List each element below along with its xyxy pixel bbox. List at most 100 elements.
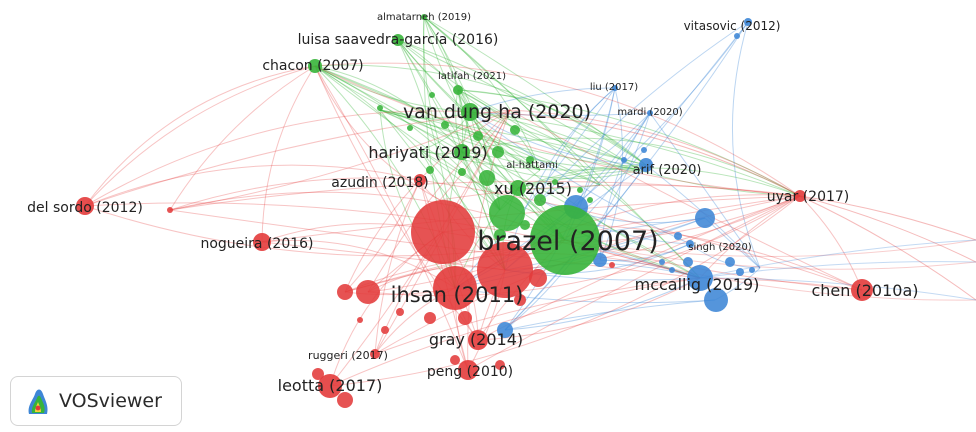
node-gray-2014[interactable] [468,330,488,350]
minor-node [526,156,534,164]
network-link [379,109,541,171]
node-luisa-saavedra-garc-a-2016[interactable] [392,34,404,46]
network-link [423,16,647,166]
network-link [504,299,716,331]
network-link [374,277,701,355]
node-mardi-2020[interactable] [647,110,653,116]
network-link [699,239,976,279]
network-link [457,89,501,211]
minor-node [683,257,693,267]
node-chen-2010a[interactable] [851,279,873,301]
network-link [799,195,976,241]
node-brazel-2007[interactable] [530,205,600,275]
minor-node [609,262,615,268]
network-link [457,89,647,166]
network-link [379,109,601,186]
network-link [314,62,801,197]
minor-node [458,311,472,325]
network-link [397,39,501,211]
node-label-almatarneh-2019: almatarneh (2019) [377,12,471,23]
network-link [564,239,976,257]
network-link [457,89,541,171]
node-label-ruggeri-2017: ruggeri (2017) [308,349,388,362]
network-link [461,151,641,179]
network-link [469,111,519,189]
node-singh-2020[interactable] [686,240,694,248]
node-almatarneh-2019[interactable] [421,14,427,20]
network-link [469,111,691,245]
node-xu-2015[interactable] [510,180,526,196]
node-label-brazel-2007: brazel (2007) [477,226,658,257]
minor-node [510,125,520,135]
node-label-leotta-2017: leotta (2017) [278,376,383,395]
node-uyar-2017[interactable] [794,190,806,202]
minor-node [529,269,547,287]
node-label-luisa-saavedra-garc-a-2016: luisa saavedra-garcía (2016) [298,32,499,48]
network-link [469,111,641,171]
node-chacon-2007[interactable] [308,59,322,73]
node-nogueira-2016[interactable] [253,233,271,251]
label-layer: brazel (2007)ihsan (2011)van dung ha (20… [27,12,918,395]
network-link [539,21,749,201]
network-link [517,169,641,189]
minor-node [641,147,647,153]
network-link [329,277,701,387]
network-link [467,109,511,371]
vosviewer-logo-text: VOSviewer [59,390,162,412]
node-liu-2017[interactable] [612,85,618,91]
node-al-hattami[interactable] [458,168,466,176]
minor-node [669,267,675,273]
minor-node [621,157,627,163]
network-link [699,277,863,291]
minor-node [704,288,728,312]
network-link [509,109,801,197]
network-link [314,64,647,166]
network-link [84,202,701,279]
network-link [314,65,701,279]
minor-node [695,208,715,228]
node-azudin-2018[interactable] [414,174,426,186]
node-label-del-sordo-2012: del sordo (2012) [27,200,143,216]
network-link [314,65,506,271]
minor-node [659,259,665,265]
network-link [329,195,801,387]
minor-node [450,355,460,365]
node-del-sordo-2012[interactable] [76,197,94,215]
network-link [314,65,541,171]
node-vitasovic-2012[interactable] [744,18,752,26]
network-link [649,112,761,269]
node-peng-2010[interactable] [458,360,478,380]
node-van-dung-ha-2020[interactable] [461,103,479,121]
network-link [84,164,421,207]
node-label-van-dung-ha-2020: van dung ha (2020) [403,101,591,123]
node-label-mccallig-2019: mccallig (2019) [635,275,760,294]
node-ruggeri-2017[interactable] [370,349,380,359]
node-latifah-2021[interactable] [453,85,463,95]
node-ihsan-2011[interactable] [433,266,477,310]
network-link [423,16,464,153]
minor-node [587,197,593,203]
network-link [84,65,316,207]
node-leotta-2017[interactable] [318,374,342,398]
network-link [467,195,801,371]
minor-node [736,268,744,276]
network-link [423,16,701,279]
network-link [314,65,801,197]
network-link [564,239,976,270]
minor-node [749,267,755,273]
network-link [564,21,749,241]
node-mccallig-2019[interactable] [687,265,713,291]
network-link [477,195,801,341]
network-link [419,149,501,211]
network-link [509,109,863,291]
minor-node [357,317,363,323]
node-hariyati-2019[interactable] [454,144,470,160]
minor-node [734,33,740,39]
minor-node [534,194,546,206]
node-arif-2020[interactable] [639,158,653,172]
network-link [379,109,501,211]
node-label-chen-2010a: chen (2010a) [811,281,918,300]
network-link [84,110,471,207]
network-link [504,21,749,331]
network-link [469,87,616,113]
